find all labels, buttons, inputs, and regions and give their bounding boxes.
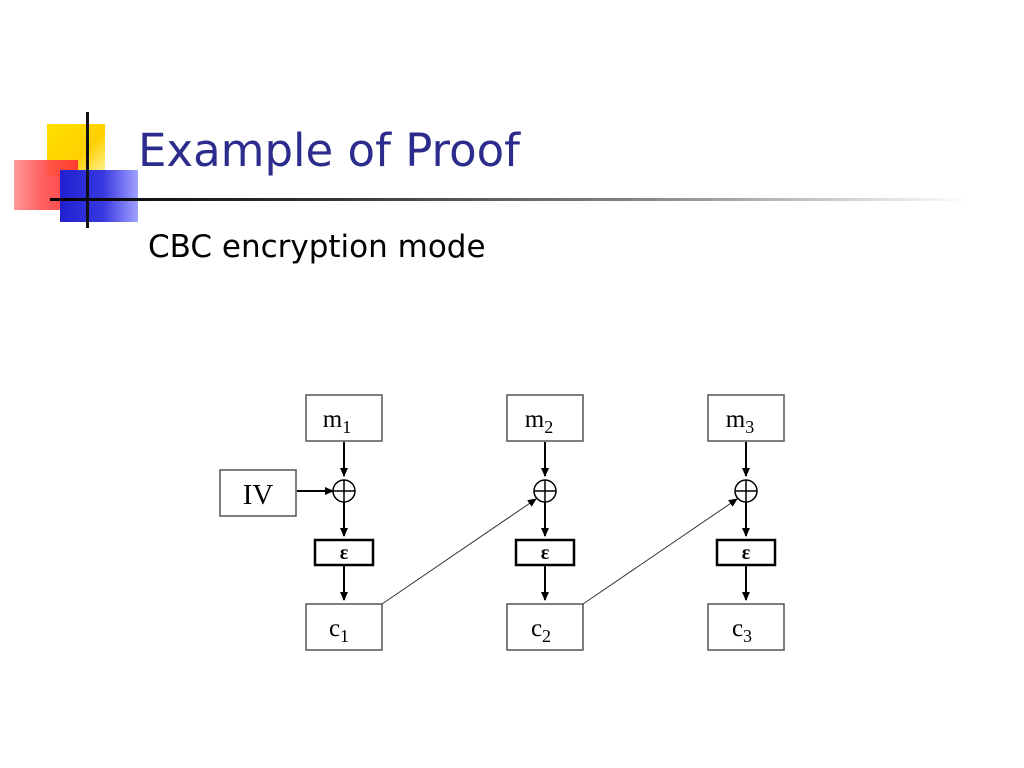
m1-label: m: [323, 406, 343, 433]
c2-label: c: [531, 615, 542, 642]
encrypt-2-box: [514, 538, 576, 567]
svg-text:c1: c1: [329, 615, 349, 646]
chain-arrow-1: [381, 498, 537, 605]
logo-vertical-line: [86, 112, 89, 228]
iv-box: IV: [219, 469, 297, 517]
svg-text:m2: m2: [525, 406, 553, 437]
m2-label: m: [525, 406, 545, 433]
encrypt-3-box: [715, 538, 777, 567]
m3-label: m: [726, 406, 746, 433]
xor-1-icon: [332, 479, 356, 503]
c3-subscript: 3: [743, 626, 752, 646]
title-underline: [50, 198, 970, 201]
svg-text:c3: c3: [732, 615, 752, 646]
iv-label: IV: [243, 479, 274, 511]
m3-box: [707, 394, 785, 442]
m1-subscript: 1: [342, 417, 351, 437]
m1-box: [305, 394, 383, 442]
c1-box: [305, 603, 383, 651]
slide-title: Example of Proof: [138, 124, 520, 177]
c1-subscript: 1: [340, 626, 349, 646]
chain-arrow-2: [582, 498, 738, 605]
m2-box: [506, 394, 584, 442]
encrypt-2-label: ε: [541, 542, 550, 564]
c2-subscript: 2: [542, 626, 551, 646]
encrypt-3-label: ε: [742, 542, 751, 564]
c2-box: [506, 603, 584, 651]
xor-2-icon: [533, 479, 557, 503]
c3-label: c: [732, 615, 743, 642]
slide-subtitle: CBC encryption mode: [148, 229, 486, 265]
encrypt-1-label: ε: [340, 542, 349, 564]
svg-text:m1: m1: [323, 406, 351, 437]
xor-3-icon: [734, 479, 758, 503]
block-3: m3 ε c3: [707, 394, 785, 651]
svg-text:m3: m3: [726, 406, 754, 437]
logo-blue-square: [60, 170, 138, 222]
c1-label: c: [329, 615, 340, 642]
c3-box: [707, 603, 785, 651]
m3-subscript: 3: [745, 417, 754, 437]
encrypt-1-box: [313, 538, 375, 567]
block-2: m2 ε c2: [506, 394, 584, 651]
block-1: m1 ε c1: [305, 394, 383, 651]
m2-subscript: 2: [544, 417, 553, 437]
svg-text:c2: c2: [531, 615, 551, 646]
